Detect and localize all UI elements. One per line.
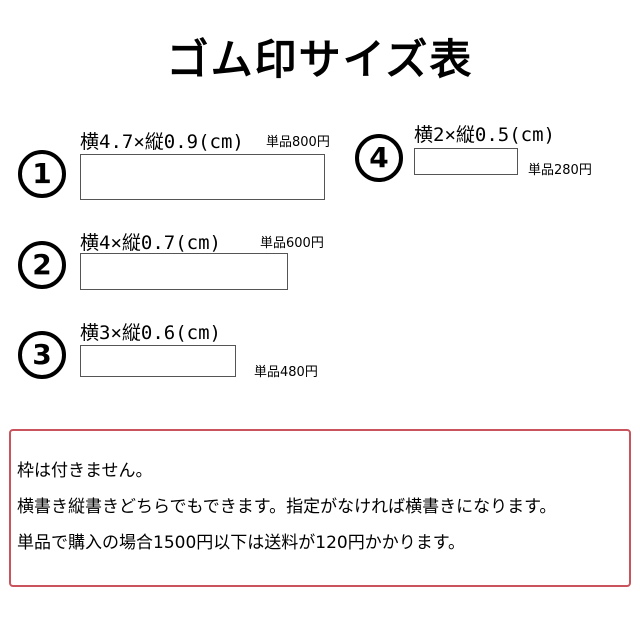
size-label-3: 横3×縦0.6(cm) (80, 322, 221, 344)
number-badge-4: 4 (355, 134, 403, 182)
number-badge-2: 2 (18, 241, 66, 289)
size-label-1: 横4.7×縦0.9(cm) (80, 131, 244, 153)
stamp-size-box-2 (80, 253, 288, 290)
price-label-3: 単品480円 (254, 365, 318, 380)
stamp-size-box-1 (80, 154, 325, 200)
size-label-4: 横2×縦0.5(cm) (414, 124, 555, 146)
price-label-4: 単品280円 (528, 163, 592, 178)
price-label-2: 単品600円 (260, 236, 324, 251)
number-badge-1: 1 (18, 150, 66, 198)
stamp-size-box-3 (80, 345, 236, 377)
size-label-2: 横4×縦0.7(cm) (80, 232, 221, 254)
page-title: ゴム印サイズ表 (166, 35, 474, 84)
stamp-size-box-4 (414, 148, 518, 175)
note-line-2: 横書き縦書きどちらでもできます。指定がなければ横書きになります。 (17, 497, 557, 517)
notes-box: 枠は付きません。 横書き縦書きどちらでもできます。指定がなければ横書きになります… (9, 429, 631, 587)
number-badge-3: 3 (18, 331, 66, 379)
price-label-1: 単品800円 (266, 135, 330, 150)
note-line-1: 枠は付きません。 (17, 461, 153, 481)
note-line-3: 単品で購入の場合1500円以下は送料が120円かかります。 (17, 533, 466, 553)
